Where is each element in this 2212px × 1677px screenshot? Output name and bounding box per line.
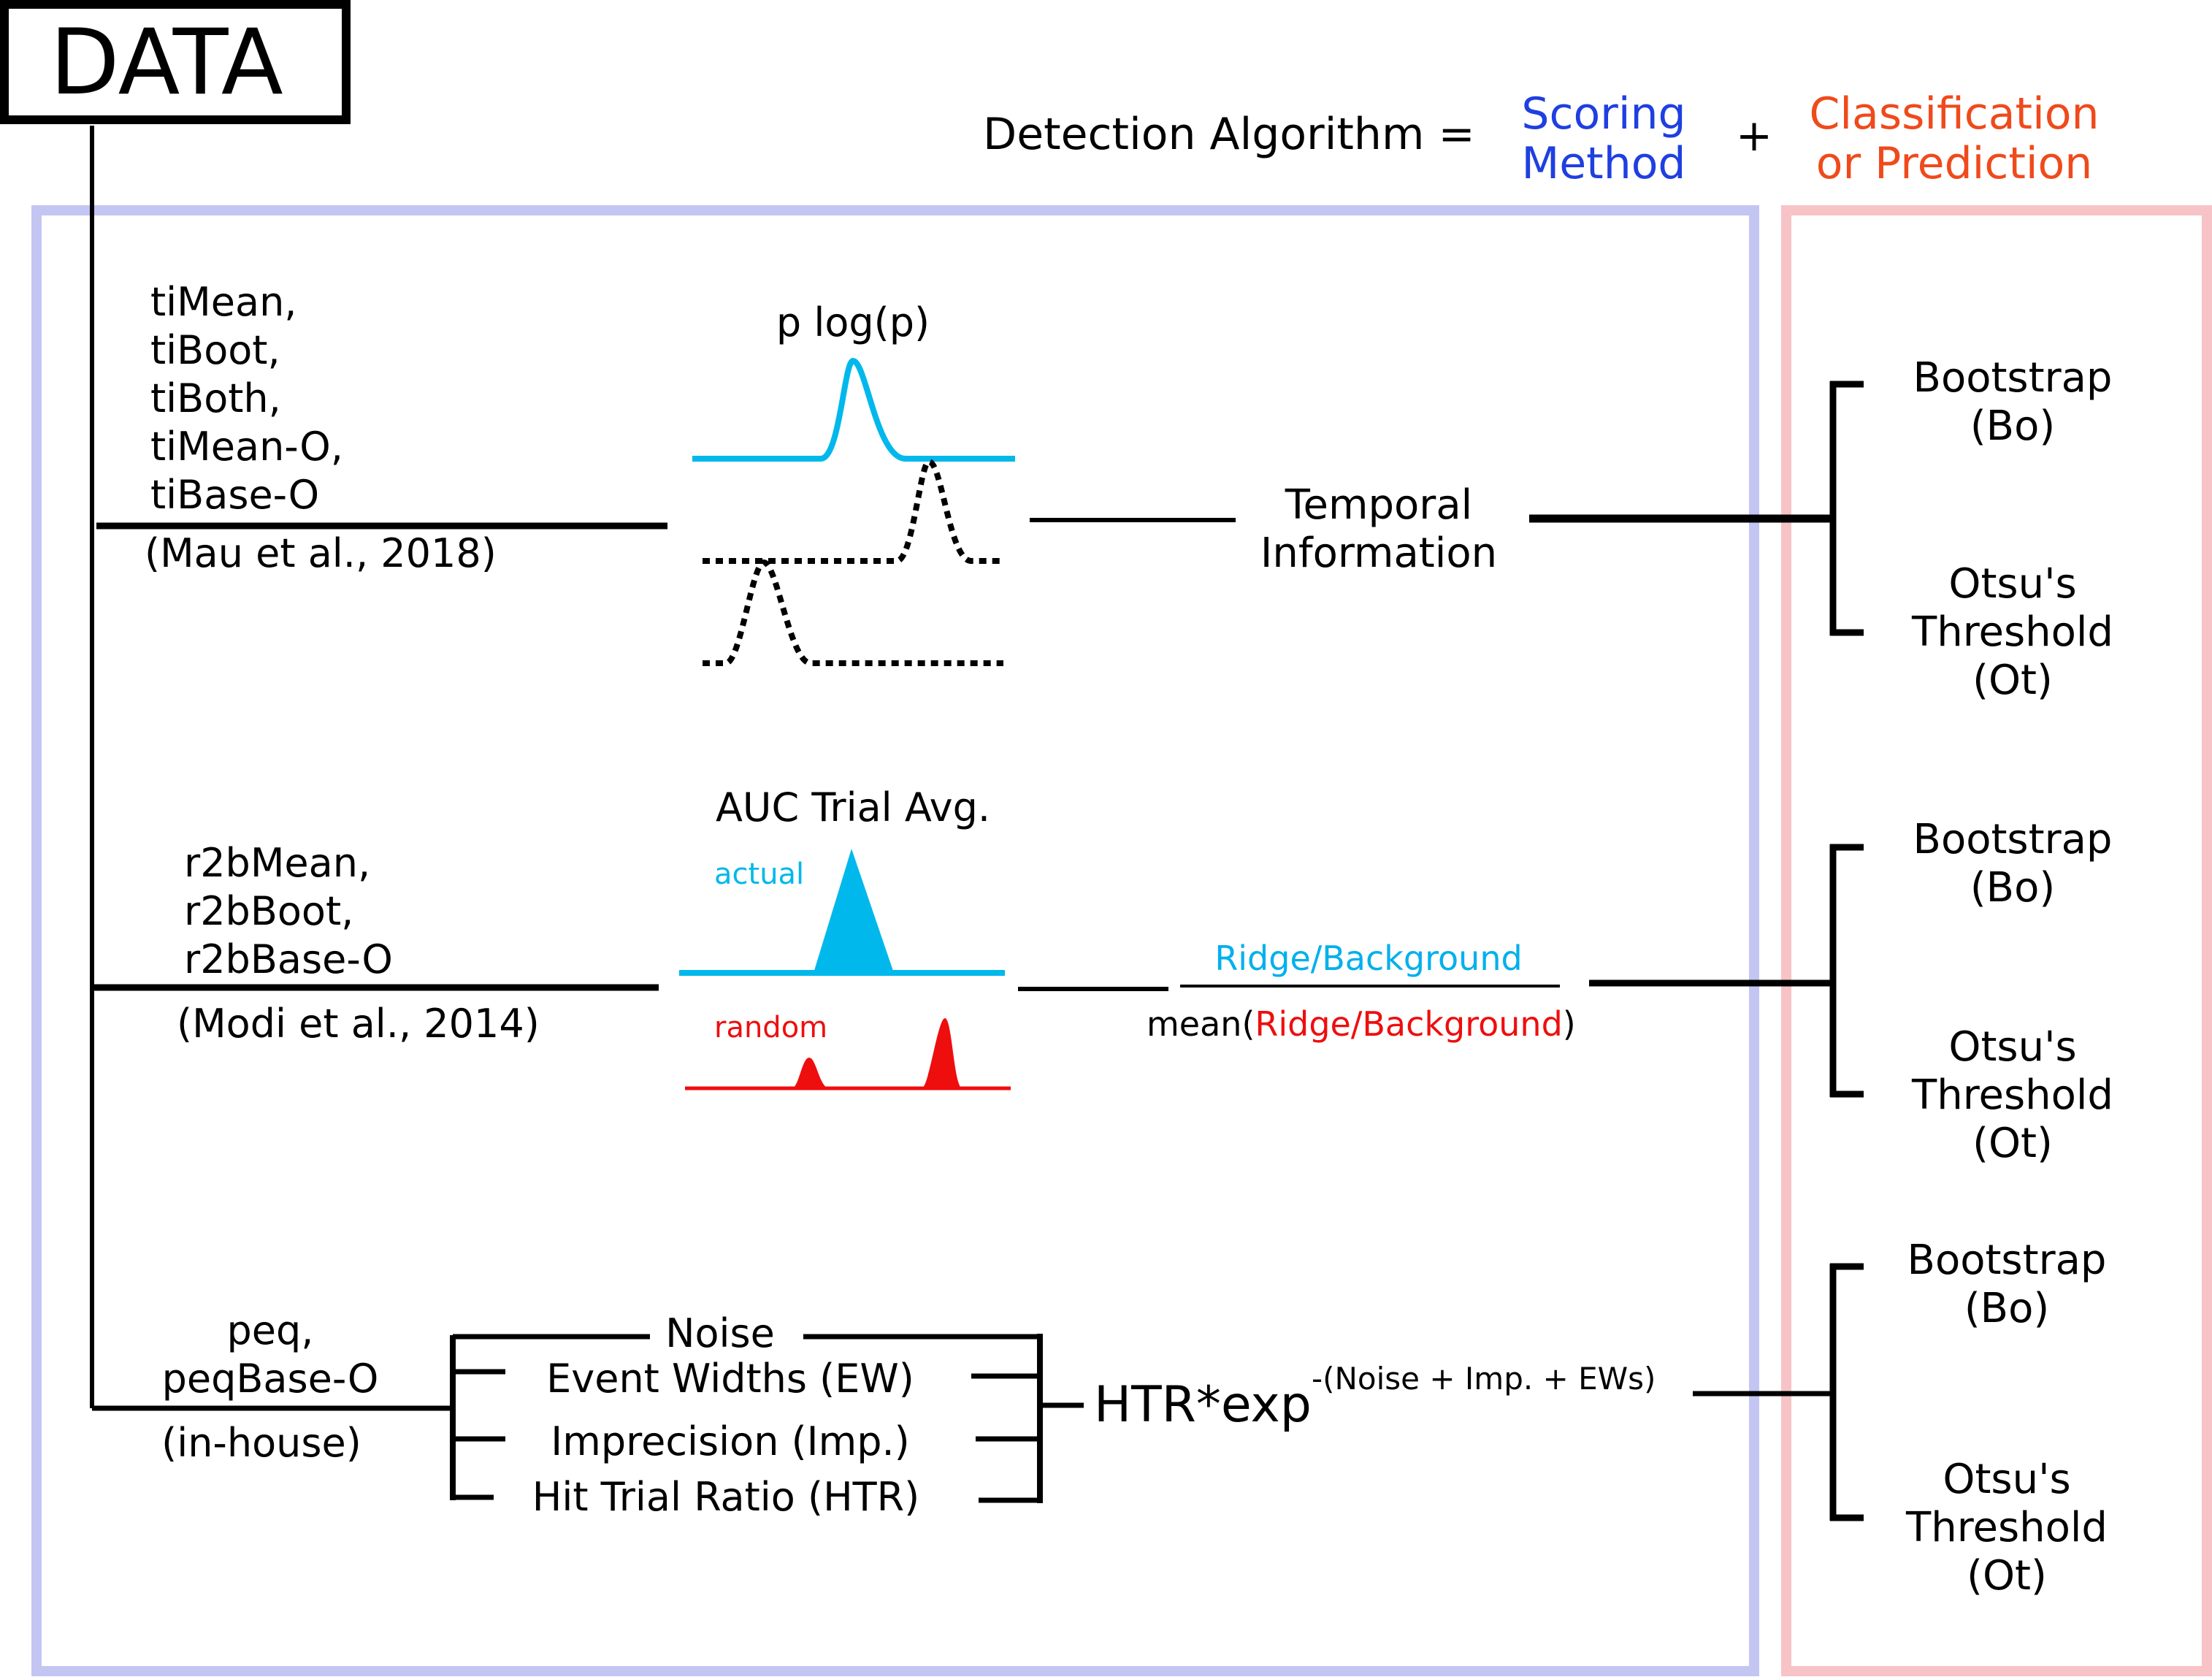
class-group2-bootstrap-line1: Bootstrap: [1913, 816, 2113, 863]
class-group2-bootstrap-line2: (Bo): [1970, 864, 2055, 912]
r2b-citation: (Modi et al., 2014): [177, 1001, 540, 1047]
r2b-ratio-denominator: mean(Ridge/Background): [1147, 1004, 1576, 1044]
ti-method-1: tiMean,: [150, 279, 296, 325]
r2b-denominator-suffix: ): [1563, 1004, 1576, 1044]
plus-sign: +: [1736, 110, 1772, 161]
scoring-method-label-line2: Method: [1521, 138, 1685, 189]
ti-score-label-line2: Information: [1260, 530, 1497, 577]
class-group2-otsu-line1: Otsu's: [1948, 1023, 2076, 1071]
class-group3-bootstrap-line2: (Bo): [1964, 1285, 2049, 1332]
class-group1-bootstrap-line2: (Bo): [1970, 402, 2055, 450]
peq-citation: (in-house): [161, 1420, 361, 1466]
peq-component-noise: Noise: [665, 1310, 775, 1356]
peq-method-1: peq,: [227, 1307, 314, 1353]
r2b-denominator-prefix: mean(: [1147, 1004, 1255, 1044]
r2b-random-label: random: [714, 1011, 827, 1044]
ti-method-2: tiBoot,: [150, 327, 280, 373]
ti-method-5: tiBase-O: [150, 472, 319, 518]
r2b-plot-title: AUC Trial Avg.: [716, 784, 990, 830]
peq-method-2: peqBase-O: [162, 1356, 379, 1402]
data-box: [0, 0, 351, 124]
ti-dotted-curve-2: [703, 559, 1003, 666]
classification-label-line1: Classification: [1809, 88, 2099, 140]
peq-formula: HTR*exp-(Noise + Imp. + EWs): [1094, 1361, 1656, 1434]
classification-panel: [1781, 205, 2212, 1676]
r2b-method-3: r2bBase-O: [184, 936, 393, 982]
class-group1-otsu-line1: Otsu's: [1948, 560, 2076, 608]
ti-plot-title: p log(p): [776, 299, 930, 345]
ti-cyan-peak-curve: [692, 357, 1015, 462]
class-group3-otsu-line1: Otsu's: [1943, 1456, 2070, 1503]
r2b-random-small-peak: [792, 1058, 830, 1088]
r2b-actual-label: actual: [714, 857, 804, 891]
ti-score-label-line1: Temporal: [1285, 481, 1472, 529]
peq-component-imprecision: Imprecision (Imp.): [551, 1418, 909, 1464]
class-group3-otsu-line2: Threshold: [1905, 1504, 2108, 1551]
r2b-actual-peak: [814, 849, 894, 973]
scoring-method-panel: [31, 205, 1759, 1676]
peq-formula-base: HTR*exp: [1094, 1376, 1312, 1434]
data-label: DATA: [50, 10, 283, 115]
ti-dotted-curve-1: [703, 458, 1003, 564]
class-group1-otsu-line3: (Ot): [1972, 657, 2053, 704]
peq-component-event-widths: Event Widths (EW): [546, 1356, 914, 1402]
r2b-denominator-inner: Ridge/Background: [1255, 1004, 1562, 1044]
class-group3-otsu-line3: (Ot): [1967, 1552, 2047, 1600]
peq-component-hit-trial-ratio: Hit Trial Ratio (HTR): [532, 1474, 920, 1520]
r2b-random-large-peak: [922, 1018, 963, 1088]
r2b-method-1: r2bMean,: [184, 840, 370, 886]
r2b-ratio-numerator: Ridge/Background: [1214, 939, 1522, 978]
ti-method-3: tiBoth,: [150, 375, 281, 421]
class-group1-bootstrap-line1: Bootstrap: [1913, 354, 2113, 402]
ti-citation: (Mau et al., 2018): [145, 530, 497, 576]
class-group2-otsu-line2: Threshold: [1911, 1071, 2113, 1119]
classification-label-line2: or Prediction: [1816, 138, 2093, 189]
scoring-method-label-line1: Scoring: [1521, 88, 1685, 140]
class-group3-bootstrap-line1: Bootstrap: [1907, 1237, 2107, 1284]
r2b-method-2: r2bBoot,: [184, 888, 353, 934]
class-group1-otsu-line2: Threshold: [1911, 608, 2113, 656]
ti-method-4: tiMean-O,: [150, 424, 343, 470]
peq-formula-exponent: -(Noise + Imp. + EWs): [1312, 1361, 1656, 1397]
class-group2-otsu-line3: (Ot): [1972, 1120, 2053, 1167]
equation-lhs: Detection Algorithm =: [983, 109, 1475, 160]
